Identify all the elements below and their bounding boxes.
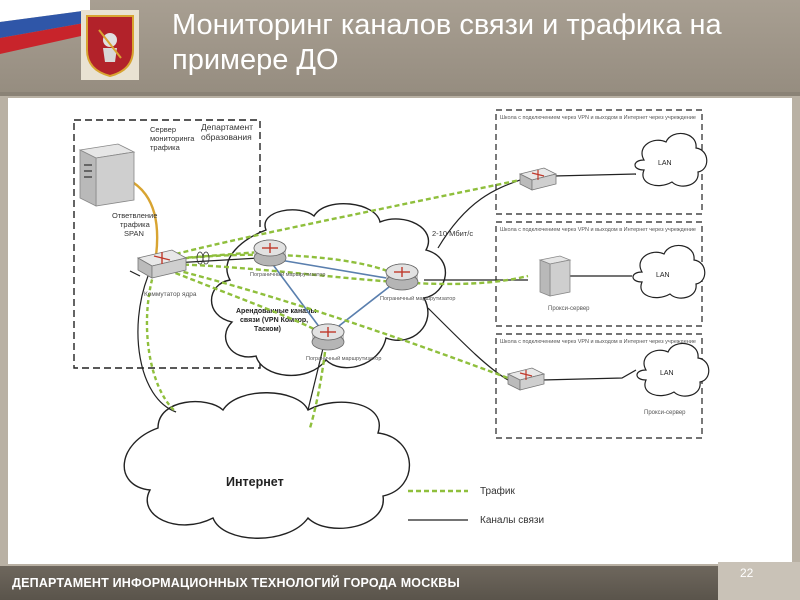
legend: Трафик Каналы связи <box>408 485 544 526</box>
router-label-1: Пограничный маршрутизатор <box>250 271 325 278</box>
core-switch-icon <box>136 249 188 279</box>
traffic-lines <box>145 178 529 429</box>
slide-title: Мониторинг каналов связи и трафика на пр… <box>172 9 722 76</box>
span-label-line2: трафика <box>120 220 151 229</box>
router-icon <box>253 239 287 267</box>
page-number-box <box>718 562 800 600</box>
department-label-line2: образования <box>201 132 252 142</box>
network-diagram: Департамент образования Школа с подключе… <box>73 109 710 539</box>
department-label: Департамент образования <box>201 122 255 142</box>
proxy-server-icon <box>538 255 572 297</box>
branch-caption-2: Школа с подключением через VPN и выходом… <box>500 227 696 233</box>
monitoring-server-label-line1: Сервер <box>150 125 176 134</box>
core-switch-label: Коммутатор ядра <box>144 291 197 298</box>
branch-switch-icon <box>506 367 546 391</box>
lan-label-3: LAN <box>660 370 674 377</box>
branch-caption-3: Школа с подключением через VPN и выходом… <box>500 339 696 345</box>
span-label-line3: SPAN <box>124 229 144 238</box>
router-icon <box>385 263 419 291</box>
branch-caption-1: Школа с подключением через VPN и выходом… <box>500 115 696 121</box>
monitoring-server-label-line3: трафика <box>150 143 181 152</box>
span-label-line1: Ответвление <box>112 211 157 220</box>
monitoring-server-label-line2: мониторинга <box>150 134 195 143</box>
footer-bar <box>0 566 800 600</box>
branch-zone-1 <box>495 109 703 215</box>
legend-traffic-label: Трафик <box>480 485 515 497</box>
department-label-line1: Департамент <box>201 122 253 132</box>
internet-cloud: Интернет <box>123 392 411 539</box>
monitoring-server-icon <box>78 143 136 207</box>
legend-channel-label: Каналы связи <box>480 515 544 526</box>
proxy-server-label: Прокси-сервер <box>548 306 590 312</box>
internet-label: Интернет <box>226 475 284 489</box>
lan-label-1: LAN <box>658 160 672 167</box>
slide-canvas: Департамент образования Школа с подключе… <box>8 98 792 564</box>
bandwidth-label: 2-10 Мбит/с <box>432 229 473 238</box>
branch-zone-3 <box>495 333 703 439</box>
lan-cloud-1: LAN <box>634 132 708 187</box>
title-separator <box>0 92 800 96</box>
moscow-coat-of-arms <box>81 10 139 80</box>
proxy-server-label: Прокси-сервер <box>644 410 686 416</box>
router-label-2: Пограничный маршрутизатор <box>380 295 455 302</box>
lan-cloud-3: LAN <box>636 342 710 397</box>
lan-cloud-2: LAN <box>632 244 706 299</box>
monitoring-server-label: Сервер мониторинга трафика <box>150 125 197 152</box>
router-icon <box>311 323 345 351</box>
leased-cloud-label-line2: связи (VPN Комкор, <box>240 317 308 324</box>
russian-flag <box>0 0 90 60</box>
lan-label-2: LAN <box>656 272 670 279</box>
branch-zone-2 <box>495 221 703 327</box>
branch-switch-icon <box>518 167 558 191</box>
leased-cloud-label-line3: Таском) <box>254 326 281 333</box>
span-label: Ответвление трафика SPAN <box>112 211 159 238</box>
link-marker <box>202 251 210 265</box>
page-number: 22 <box>740 566 754 580</box>
footer-organization: ДЕПАРТАМЕНТ ИНФОРМАЦИОННЫХ ТЕХНОЛОГИЙ ГО… <box>12 576 460 590</box>
router-label-3: Пограничный маршрутизатор <box>306 355 381 362</box>
